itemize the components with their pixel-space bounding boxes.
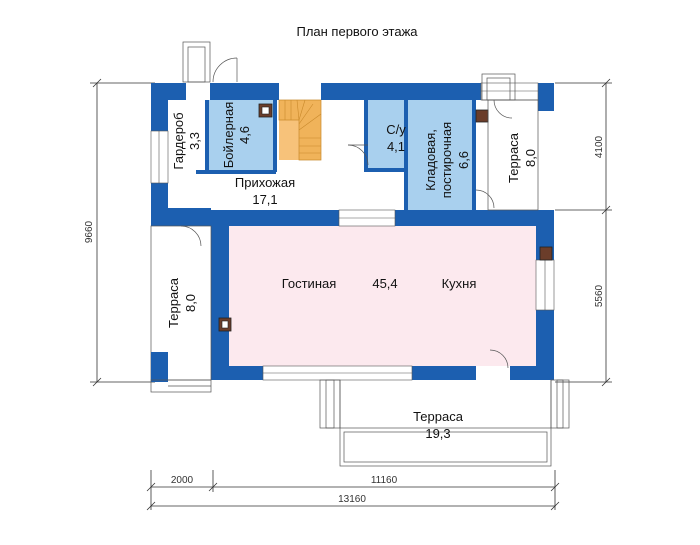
terrace-left-area: 8,0 [183, 294, 198, 312]
terrace-right-area: 8,0 [523, 149, 538, 167]
living-name: Гостиная [282, 276, 337, 291]
room-wardrobe: Гардероб 3,3 [171, 112, 202, 169]
terrace-left [150, 225, 212, 393]
room-bath: С/у 4,1 [386, 122, 406, 154]
bath-area: 4,1 [387, 139, 405, 154]
dim-left-total: 9660 [84, 220, 95, 243]
pantry-name-line2: постирочная [439, 122, 454, 198]
windows [150, 82, 555, 381]
living-area-fill [229, 226, 536, 366]
hall-name: Прихожая [235, 175, 295, 190]
dim-right-bottom: 5560 [594, 284, 605, 307]
dimension-bottom: 2000 11160 13160 [146, 470, 560, 511]
dim-bottom-left: 2000 [171, 475, 194, 486]
wardrobe-area: 3,3 [187, 132, 202, 150]
room-living: Гостиная 45,4 Кухня [282, 276, 477, 291]
wardrobe-name: Гардероб [171, 112, 186, 169]
room-boiler: Бойлерная 4,6 [221, 102, 252, 169]
terrace-bottom-area: 19,3 [425, 426, 450, 441]
terrace-left-name: Терраса [166, 277, 181, 328]
dim-bottom-mid: 11160 [371, 475, 398, 486]
room-pantry: Кладовая, постирочная 6,6 [423, 122, 471, 198]
staircase [278, 99, 322, 161]
room-terrace-left: Терраса 8,0 [166, 277, 198, 328]
dimension-left: 9660 [84, 78, 155, 387]
entrance-porch [182, 41, 238, 83]
dimension-right: 4100 5560 [555, 78, 612, 387]
dim-right-top: 4100 [594, 135, 605, 158]
room-terrace-bottom: Терраса 19,3 [413, 409, 464, 441]
dim-bottom-total: 13160 [338, 494, 366, 505]
bath-name: С/у [386, 122, 406, 137]
pantry-area: 6,6 [456, 151, 471, 169]
pantry-name-line1: Кладовая, [423, 129, 438, 191]
terrace-right-name: Терраса [506, 132, 521, 183]
hall-area: 17,1 [252, 192, 277, 207]
stove-icons [218, 103, 553, 332]
room-terrace-right: Терраса 8,0 [506, 132, 538, 183]
room-hall: Прихожая 17,1 [235, 175, 295, 207]
plan-title: План первого этажа [296, 24, 418, 39]
terrace-right [481, 73, 539, 211]
terrace-bottom-name: Терраса [413, 409, 464, 424]
pantry-fill [408, 100, 472, 213]
living-area: 45,4 [372, 276, 397, 291]
boiler-area: 4,6 [237, 126, 252, 144]
terrace-bottom [319, 379, 570, 467]
kitchen-name: Кухня [442, 276, 477, 291]
boiler-name: Бойлерная [221, 102, 236, 169]
